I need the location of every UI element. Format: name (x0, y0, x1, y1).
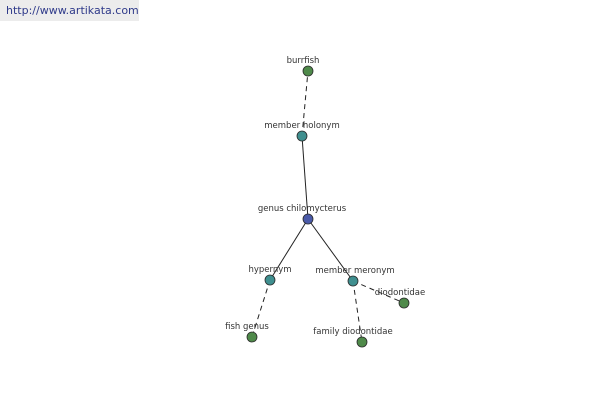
node-diodontidae[interactable]: diodontidae (375, 288, 425, 309)
edge-member-meronym-to-diodontidae (352, 280, 405, 304)
node-genus-chilomycterus[interactable]: genus chilomycterus (258, 204, 347, 225)
node-burrfish[interactable]: burrfish (287, 56, 320, 77)
edges-layer (251, 70, 405, 343)
node-dot-diodontidae[interactable] (398, 297, 410, 309)
node-dot-member-meronym[interactable] (347, 275, 359, 287)
source-url-banner[interactable]: http://www.artikata.com (0, 0, 139, 21)
node-dot-genus-chilomycterus[interactable] (302, 213, 314, 225)
nodes-layer: burrfish member holonym genus chilomycteru… (225, 56, 425, 348)
node-dot-family-diodontidae[interactable] (356, 336, 368, 348)
node-fish-genus[interactable]: fish genus (225, 322, 269, 343)
node-label-member-meronym: member meronym (315, 266, 394, 276)
node-hypernym[interactable]: hypernym (248, 265, 292, 286)
node-label-fish-genus: fish genus (225, 322, 269, 332)
node-member-holonym[interactable]: member holonym (264, 121, 340, 142)
edge-genus-chilomycterus-to-hypernym (269, 218, 309, 281)
node-member-meronym[interactable]: member meronym (315, 266, 395, 287)
edge-hypernym-to-fish-genus (251, 279, 271, 338)
edge-genus-chilomycterus-to-member-holonym (301, 135, 309, 220)
node-label-burrfish: burrfish (287, 56, 320, 66)
node-label-genus-chilomycterus: genus chilomycterus (258, 204, 347, 214)
edge-member-meronym-to-family-diodontidae (352, 280, 363, 343)
node-label-hypernym: hypernym (248, 265, 291, 275)
node-label-family-diodontidae: family diodontidae (313, 327, 392, 337)
node-family-diodontidae[interactable]: family diodontidae (313, 327, 393, 348)
node-dot-member-holonym[interactable] (296, 130, 308, 142)
node-label-member-holonym: member holonym (264, 121, 339, 131)
node-label-diodontidae: diodontidae (375, 288, 425, 298)
edge-member-holonym-to-burrfish (301, 70, 309, 137)
edge-genus-chilomycterus-to-member-meronym (307, 218, 354, 282)
node-dot-fish-genus[interactable] (246, 331, 258, 343)
node-dot-hypernym[interactable] (264, 274, 276, 286)
node-dot-burrfish[interactable] (302, 65, 314, 77)
